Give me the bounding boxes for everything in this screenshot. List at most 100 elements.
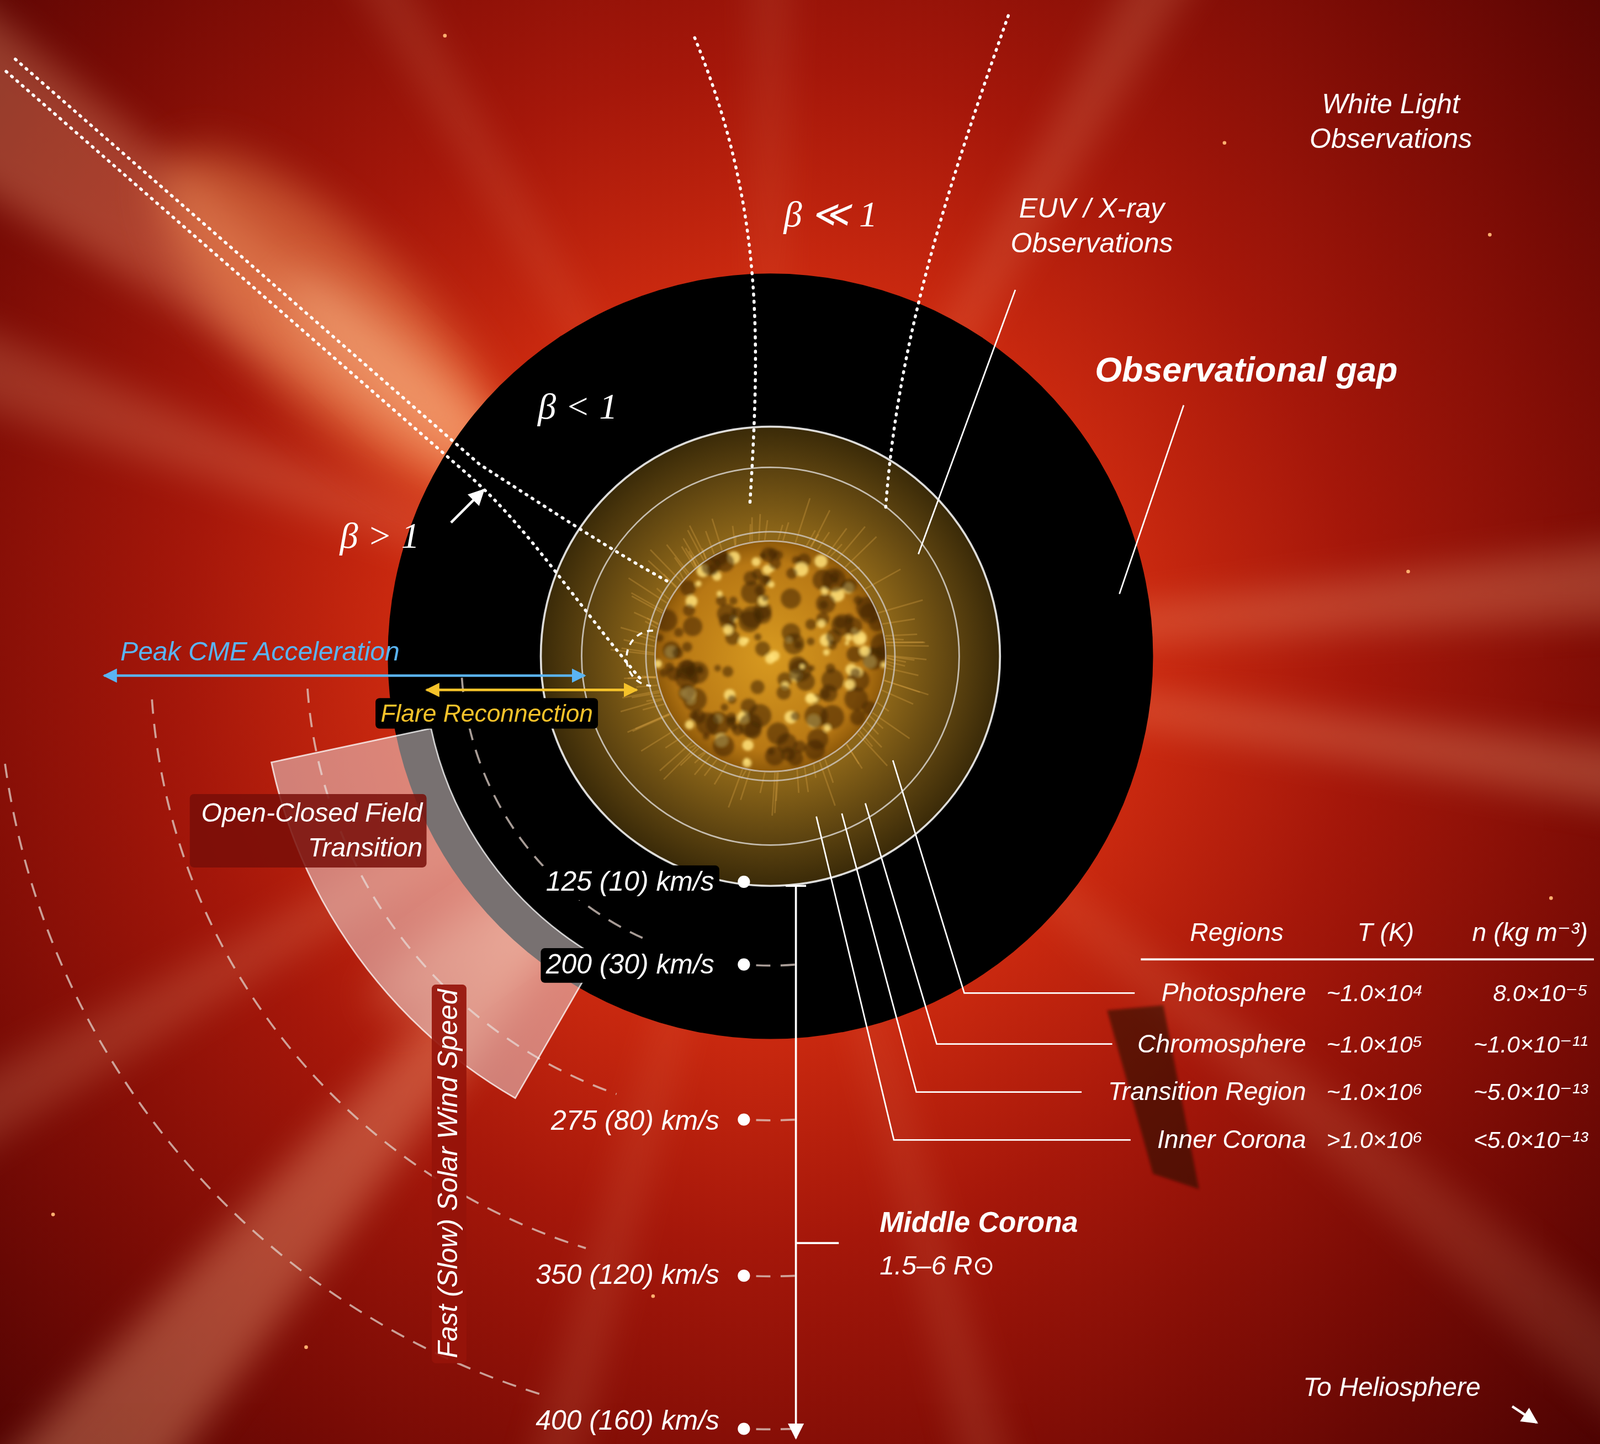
bright-point	[845, 634, 852, 641]
beta-boundaries	[6, 9, 1011, 682]
range-label: Peak CME Acceleration	[120, 634, 400, 669]
speed-arc	[756, 1428, 800, 1429]
table-cell: Transition Region	[1108, 1075, 1307, 1108]
dark-patch	[744, 721, 762, 739]
speed-dots	[737, 875, 750, 1435]
heliosphere-arrow	[1512, 1406, 1537, 1423]
speed-dot	[737, 1269, 750, 1282]
dark-patch	[816, 593, 836, 613]
dark-patch	[682, 641, 693, 652]
dark-patch	[682, 616, 703, 637]
limb-loops	[610, 497, 929, 816]
bright-point	[723, 624, 733, 635]
bright-point	[738, 637, 749, 647]
dark-patch	[714, 664, 722, 672]
bright-point	[769, 650, 780, 661]
solar-disk	[654, 539, 887, 773]
dark-patch	[727, 695, 737, 704]
beta-boundary	[885, 9, 1010, 507]
cme-range-arrow	[104, 674, 586, 677]
coronal-loop	[882, 634, 918, 637]
coronal-loop	[642, 703, 667, 710]
coronal-loop	[657, 587, 671, 601]
bright-point	[823, 724, 831, 732]
coronal-loop	[843, 536, 877, 569]
dark-patch	[701, 556, 720, 576]
plasma-beta-label: β ≪ 1	[783, 191, 878, 238]
region-range: 1.5–6 R⊙	[879, 1248, 995, 1282]
dark-patch	[788, 655, 807, 675]
speed-dot	[737, 1422, 750, 1435]
axis-bracket	[796, 1241, 840, 1244]
beta-boundary	[6, 71, 643, 682]
dark-patch	[754, 585, 766, 597]
dark-patch	[765, 745, 785, 766]
star-dot	[1487, 232, 1492, 237]
bright-point	[716, 590, 723, 597]
band-label: Open-Closed Field Transition	[189, 793, 427, 867]
beta-boundary	[693, 35, 756, 503]
dark-patch	[786, 567, 798, 579]
coronal-loop	[635, 713, 672, 729]
coronal-loop	[760, 770, 766, 793]
speed-label: 400 (160) km/s	[535, 1404, 720, 1439]
leader-line	[1119, 405, 1184, 595]
star-dot	[1222, 140, 1227, 145]
dark-patch	[766, 722, 789, 745]
speed-dot	[737, 875, 750, 888]
star-dot	[1406, 569, 1411, 574]
euv-halo	[541, 426, 1001, 887]
coronal-loop	[728, 766, 744, 808]
region-ring	[655, 541, 887, 772]
plasma-beta-label: β < 1	[537, 383, 618, 430]
dark-patch	[672, 647, 683, 659]
dark-patch	[696, 712, 719, 735]
dark-patch	[790, 711, 800, 721]
bright-point	[804, 692, 816, 704]
dark-patch	[696, 665, 703, 672]
table-cell: ~1.0×10⁵	[1326, 1029, 1423, 1059]
table-cell: <5.0×10⁻¹³	[1473, 1125, 1588, 1156]
speed-dot	[737, 957, 750, 971]
dark-patch	[805, 618, 817, 630]
dark-patch	[819, 684, 838, 703]
dark-patch	[732, 723, 744, 736]
gap-label: Observational gap	[1094, 347, 1398, 392]
coronal-loop	[883, 641, 925, 644]
table-header: T (K)	[1357, 916, 1415, 949]
dark-patch	[712, 734, 735, 757]
coronal-loop	[640, 726, 681, 751]
coronal-loop	[622, 690, 662, 698]
dark-patch	[750, 680, 765, 694]
bright-point	[751, 557, 761, 566]
bright-point	[859, 645, 871, 656]
coronal-loop	[623, 639, 658, 648]
wind-speed-arcs	[4, 677, 800, 1429]
bright-point	[857, 635, 865, 643]
speed-arc	[755, 963, 800, 966]
coronal-loop	[825, 528, 847, 557]
bright-point	[800, 664, 805, 669]
dark-patch	[751, 568, 763, 580]
table-header: n (kg m⁻³)	[1472, 916, 1588, 949]
dark-patch	[682, 604, 696, 617]
speed-label: 125 (10) km/s	[540, 865, 720, 900]
table-cell: >1.0×10⁶	[1326, 1125, 1423, 1156]
coronal-loop	[882, 679, 920, 693]
bright-point	[814, 554, 828, 568]
speed-label: 200 (30) km/s	[540, 947, 720, 983]
bright-point	[844, 640, 850, 646]
dark-patch	[728, 716, 736, 724]
star-dot	[1549, 896, 1554, 900]
star-dot	[304, 1344, 309, 1349]
coronal-loop	[797, 767, 799, 793]
dark-patch	[678, 684, 696, 702]
table-cell: ~1.0×10⁴	[1326, 978, 1423, 1008]
bright-point	[806, 692, 815, 702]
dark-patch	[808, 664, 815, 671]
table-cell: 8.0×10⁻⁵	[1492, 978, 1588, 1008]
dark-patch	[793, 740, 806, 753]
dark-patch	[767, 547, 778, 559]
bright-point	[744, 758, 750, 764]
coronal-loop	[628, 578, 669, 605]
